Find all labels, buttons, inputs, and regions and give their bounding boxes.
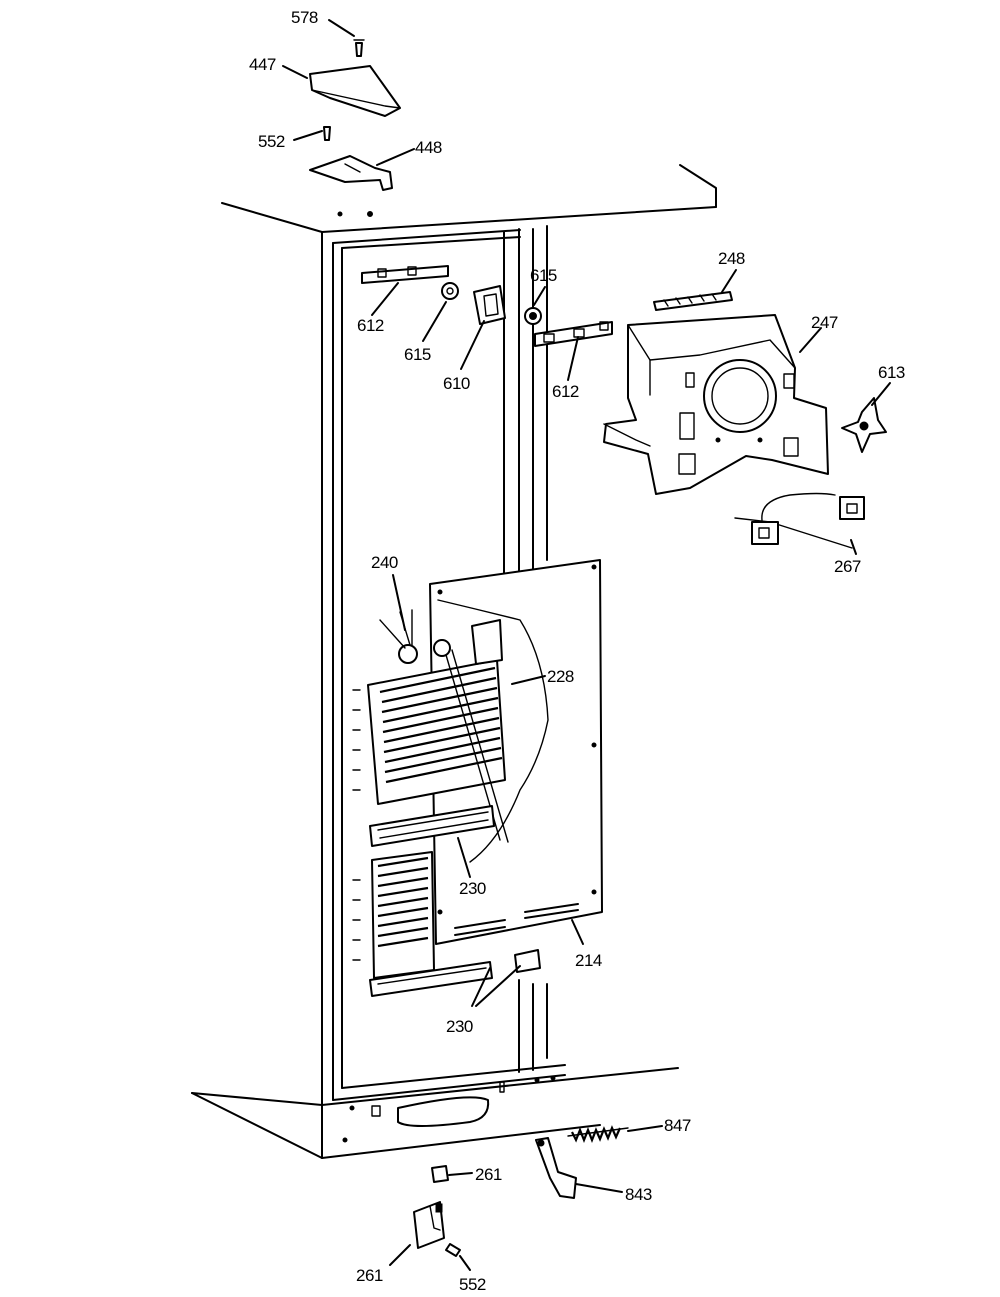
callout-261-mid: 261 <box>475 1165 502 1184</box>
callout-230-mid: 230 <box>459 879 486 898</box>
callout-247: 247 <box>811 313 838 332</box>
callout-228: 228 <box>547 667 574 686</box>
defrost-thermostat-240 <box>379 609 451 664</box>
thermostat-control-610 <box>473 285 506 325</box>
top-hinge-screw <box>353 39 365 57</box>
callout-248: 248 <box>718 249 745 268</box>
bottom-hinge-bracket-261 <box>413 1201 445 1249</box>
callout-230-low: 230 <box>446 1017 473 1036</box>
callout-448: 448 <box>415 138 442 157</box>
grommet-right <box>524 307 542 325</box>
callout-552-low: 552 <box>459 1275 486 1294</box>
callout-447: 447 <box>249 55 276 74</box>
fan-motor-wiring-267 <box>734 492 865 549</box>
top-hinge-bracket <box>309 155 393 191</box>
callout-578: 578 <box>291 8 318 27</box>
callout-552-top: 552 <box>258 132 285 151</box>
evaporator-coil-228 <box>367 659 506 979</box>
callout-843: 843 <box>625 1185 652 1204</box>
callout-847: 847 <box>664 1116 691 1135</box>
bottom-hinge-843 <box>535 1137 577 1199</box>
leader-lines <box>282 19 891 1271</box>
top-hinge-cover <box>309 65 401 117</box>
callout-612-left: 612 <box>357 316 384 335</box>
fan-shroud-top-248 <box>653 291 733 311</box>
callout-214: 214 <box>575 951 602 970</box>
callout-612-right: 612 <box>552 382 579 401</box>
hinge-bushing-261 <box>431 1165 449 1183</box>
defrost-heater-230 <box>369 805 541 997</box>
fan-blade-613 <box>841 397 887 453</box>
fan-shroud-247 <box>603 314 829 495</box>
callout-610: 610 <box>443 374 470 393</box>
top-hinge-screw-552 <box>323 126 331 141</box>
light-socket-bracket-left <box>361 265 449 284</box>
callout-615-left: 615 <box>404 345 431 364</box>
callout-267: 267 <box>834 557 861 576</box>
callout-613: 613 <box>878 363 905 382</box>
callout-261-low: 261 <box>356 1266 383 1285</box>
cabinet-body <box>191 164 717 1159</box>
callout-615-right: 615 <box>530 266 557 285</box>
callout-labels: 578 447 552 448 248 615 247 612 615 613 … <box>249 8 905 1294</box>
drain-heater-847 <box>567 1125 629 1143</box>
hinge-screw-552 <box>445 1243 461 1257</box>
callout-240: 240 <box>371 553 398 572</box>
grommet-left <box>441 282 459 300</box>
